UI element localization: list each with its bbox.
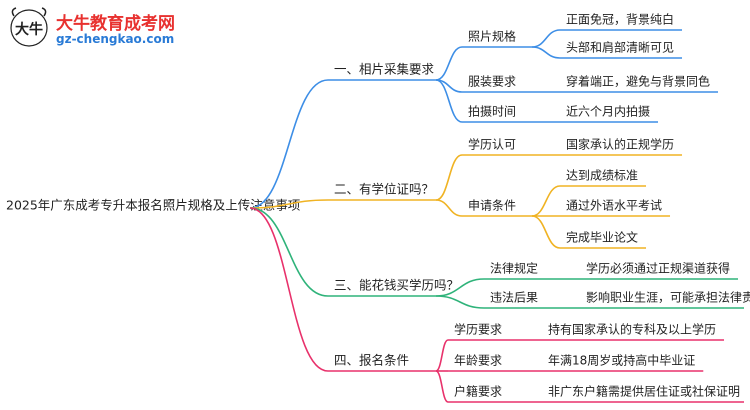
child-label: 违法后果 xyxy=(490,291,538,305)
leaf-label: 非广东户籍需提供居住证或社保证明 xyxy=(548,384,740,399)
branch-label: 一、相片采集要求 xyxy=(334,62,435,77)
child-connector xyxy=(435,79,463,123)
child-label: 照片规格 xyxy=(468,29,516,44)
branch-connector xyxy=(249,199,329,209)
child-connector xyxy=(435,339,449,372)
leaf-label: 年满18周岁或持高中毕业证 xyxy=(548,353,695,368)
branch-label: 三、能花钱买学历吗？ xyxy=(334,278,459,293)
child-label: 户籍要求 xyxy=(454,384,502,399)
leaf-label: 国家承认的正规学历 xyxy=(566,137,674,152)
leaf-label: 达到成绩标准 xyxy=(566,169,638,183)
leaf-label: 影响职业生涯，可能承担法律责任 xyxy=(586,290,750,305)
root-topic: 2025年广东成考专升本报名照片规格及上传注意事项 xyxy=(6,198,300,213)
leaf-label: 学历必须通过正规渠道获得 xyxy=(586,261,730,276)
branch-connector xyxy=(249,207,329,372)
child-label: 法律规定 xyxy=(490,261,538,276)
child-connector xyxy=(435,370,449,403)
leaf-connector xyxy=(531,185,561,217)
child-label: 申请条件 xyxy=(468,199,516,213)
child-label: 拍摄时间 xyxy=(468,104,516,119)
leaf-connector xyxy=(531,29,561,48)
logo-mark-text: 大牛 xyxy=(15,21,43,38)
leaf-label: 通过外语水平考试 xyxy=(566,198,662,213)
leaf-connector xyxy=(531,46,561,59)
child-label: 年龄要求 xyxy=(454,354,502,368)
branch-label: 二、有学位证吗？ xyxy=(334,182,434,197)
child-label: 学历认可 xyxy=(468,137,516,152)
bull-logo-icon: 大牛 xyxy=(10,7,48,47)
leaf-label: 正面免冠，背景纯白 xyxy=(566,12,674,27)
leaf-label: 头部和肩部清晰可见 xyxy=(566,40,674,55)
child-connector xyxy=(435,46,463,81)
branch-connector xyxy=(249,207,329,297)
logo-url: gz-chengkao.com xyxy=(56,32,175,46)
child-label: 服装要求 xyxy=(468,75,516,89)
leaf-label: 近六个月内拍摄 xyxy=(566,104,650,119)
branch-label: 四、报名条件 xyxy=(334,353,409,368)
child-connector xyxy=(435,154,463,201)
leaf-label: 持有国家承认的专科及以上学历 xyxy=(548,322,716,337)
leaf-connector xyxy=(531,215,561,249)
leaf-label: 完成毕业论文 xyxy=(566,230,638,245)
child-connector xyxy=(435,199,463,217)
child-label: 学历要求 xyxy=(454,322,502,337)
site-logo: 大牛 大牛教育成考网 gz-chengkao.com xyxy=(6,6,175,50)
leaf-label: 穿着端正，避免与背景同色 xyxy=(566,74,710,89)
child-connector xyxy=(435,295,485,309)
branch-connector xyxy=(249,79,329,209)
logo-title: 大牛教育成考网 xyxy=(56,14,175,34)
